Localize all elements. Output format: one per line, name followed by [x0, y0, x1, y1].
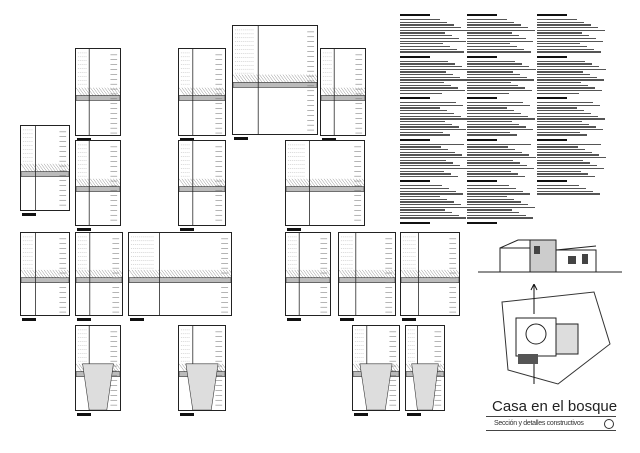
detail-label-tag [22, 213, 36, 216]
construction-detail-drawing [352, 325, 400, 411]
detail-label-tag [354, 413, 368, 416]
detail-label-tag [234, 137, 248, 140]
detail-label-tag [77, 138, 91, 141]
north-arrow-icon [604, 419, 614, 429]
construction-detail-drawing [178, 48, 226, 136]
building-section-drawing [478, 236, 622, 282]
specification-text-column [467, 14, 537, 227]
detail-label-tag [322, 138, 336, 141]
drawing-title: Casa en el bosque [492, 398, 618, 415]
construction-detail-drawing [400, 232, 460, 316]
construction-detail-drawing [75, 325, 121, 411]
construction-detail-drawing [75, 232, 123, 316]
detail-label-tag [180, 228, 194, 231]
construction-detail-drawing [128, 232, 232, 316]
construction-detail-drawing [285, 140, 365, 226]
detail-label-tag [77, 318, 91, 321]
construction-detail-drawing [320, 48, 366, 136]
construction-detail-drawing [20, 232, 70, 316]
specification-text-column [537, 14, 607, 196]
construction-detail-drawing [75, 140, 121, 226]
detail-label-tag [287, 228, 301, 231]
construction-detail-drawing [338, 232, 396, 316]
construction-detail-drawing [232, 25, 318, 135]
construction-detail-drawing [405, 325, 445, 411]
detail-label-tag [287, 318, 301, 321]
detail-label-tag [407, 413, 421, 416]
site-plan-drawing [498, 284, 614, 392]
drawing-subtitle: Sección y detalles constructivos [494, 420, 584, 427]
title-rule-bottom [486, 430, 616, 431]
construction-detail-drawing [20, 125, 70, 211]
construction-detail-drawing [75, 48, 121, 136]
specification-text-column [400, 14, 470, 227]
construction-detail-drawing [178, 325, 226, 411]
detail-label-tag [180, 138, 194, 141]
detail-label-tag [22, 318, 36, 321]
construction-detail-drawing [178, 140, 226, 226]
construction-detail-drawing [285, 232, 331, 316]
detail-label-tag [340, 318, 354, 321]
detail-label-tag [77, 413, 91, 416]
detail-label-tag [180, 413, 194, 416]
detail-label-tag [402, 318, 416, 321]
detail-label-tag [77, 228, 91, 231]
detail-label-tag [130, 318, 144, 321]
title-rule-top [486, 416, 616, 417]
